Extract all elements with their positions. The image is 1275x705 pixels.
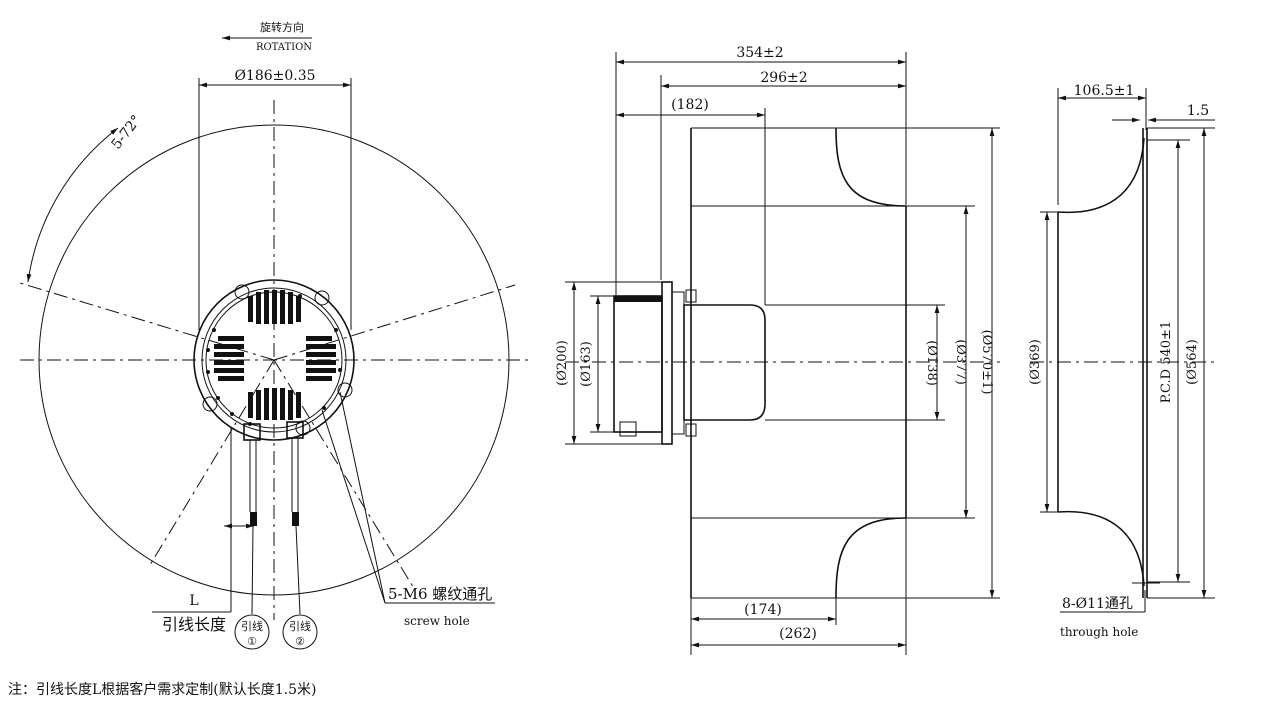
lead1-balloon	[234, 614, 270, 650]
screw-hole-cn: 5-M6 螺纹通孔	[388, 585, 492, 603]
length-296-label: 296±2	[760, 70, 807, 86]
side-view: 354±2 296±2 (182)	[555, 45, 1000, 655]
lead1-num: ①	[247, 635, 257, 648]
lead-length-label: 引线长度	[162, 615, 226, 634]
angle-label: 5-72°	[109, 112, 145, 152]
diameter-369-label: (Ø369)	[1028, 339, 1043, 385]
lead1-text: 引线	[241, 619, 263, 633]
diameter-200-label: (Ø200)	[555, 340, 570, 386]
lead-length-symbol: L	[189, 593, 198, 609]
holes-cn-label: 8-Ø11通孔	[1062, 596, 1133, 612]
motor-side	[613, 281, 697, 445]
hub-side	[683, 304, 766, 421]
screw-hole-en: screw hole	[404, 614, 470, 628]
lead2-balloon	[282, 614, 318, 650]
length-182-label: (182)	[671, 97, 709, 113]
ring-view: 106.5±1 1.5 (Ø369) P.C.D 540±1 (Ø564) 8-…	[1028, 83, 1215, 639]
width-1-5-label: 1.5	[1187, 103, 1209, 119]
note-text: 注：引线长度L根据客户需求定制(默认长度1.5米)	[8, 681, 316, 698]
length-total-label: 354±2	[736, 45, 783, 61]
diameter-138-label: (Ø138)	[924, 340, 939, 386]
front-view: 旋转方向 ROTATION Ø186±0.35 5-72°	[19, 20, 530, 650]
rotation-en-label: ROTATION	[256, 42, 312, 53]
diameter-564-label: (Ø564)	[1185, 339, 1200, 385]
rotation-cn-label: 旋转方向	[260, 20, 304, 34]
motor-hub	[193, 279, 355, 441]
ring-profile-top	[1057, 137, 1145, 214]
diameter-570-label: (Ø570±1)	[979, 330, 994, 395]
hub-diameter-label: Ø186±0.35	[234, 68, 315, 84]
holes-en-label: through hole	[1060, 625, 1138, 639]
pcd-label: P.C.D 540±1	[1159, 321, 1174, 403]
lead-wires	[249, 438, 299, 526]
width-106-label: 106.5±1	[1074, 83, 1135, 99]
ring-profile-bottom	[1057, 510, 1145, 587]
lead2-num: ②	[295, 635, 305, 648]
length-174-label: (174)	[744, 602, 782, 618]
lead2-text: 引线	[289, 619, 311, 633]
length-262-label: (262)	[779, 626, 817, 642]
diameter-163-label: (Ø163)	[579, 341, 594, 387]
angle-arc	[26, 127, 119, 283]
impeller-side	[690, 127, 907, 599]
diameter-377-label: (Ø377)	[953, 339, 968, 385]
